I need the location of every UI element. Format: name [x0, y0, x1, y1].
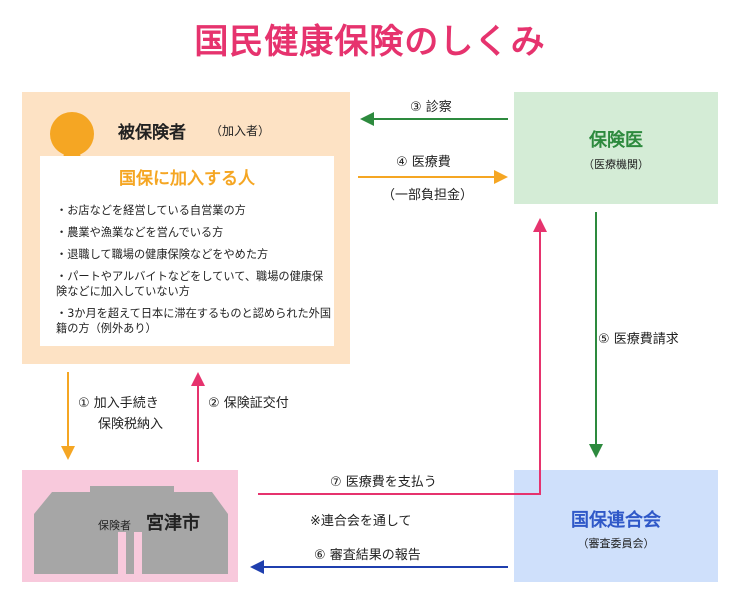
- federation-subtitle: （審査委員会）: [577, 537, 655, 550]
- arrow-claim-head: [589, 444, 603, 458]
- label-enroll: ① 加入手続き: [78, 396, 159, 411]
- list-item: ・お店などを経営している自営業の方: [56, 204, 246, 217]
- arrow-exam-head: [360, 112, 374, 126]
- list-item: ・農業や漁業などを営んでいる方: [56, 226, 224, 239]
- federation-title: 国保連合会: [571, 510, 661, 531]
- label-tax: 保険税納入: [98, 417, 164, 432]
- insured-subtitle: （加入者）: [210, 124, 271, 138]
- arrow-payment-head: [533, 218, 547, 232]
- insured-title: 被保険者: [118, 123, 186, 143]
- page-title: 国民健康保険のしくみ: [194, 22, 546, 62]
- insurer-box: [22, 470, 238, 582]
- list-item: ・パートやアルバイトなどをしていて、職場の健康保険などに加入していない方: [56, 270, 324, 298]
- arrow-payment: [258, 230, 541, 495]
- insurer-name: 宮津市: [146, 513, 200, 534]
- label-exam: ③ 診察: [410, 100, 452, 115]
- provider-subtitle: （医療機関）: [583, 158, 649, 171]
- eligibility-heading: 国保に加入する人: [119, 169, 255, 189]
- label-copay: ④ 医療費: [396, 155, 451, 170]
- provider-box: [514, 92, 718, 204]
- label-claim: ⑤ 医療費請求: [598, 332, 679, 347]
- label-report: ⑥ 審査結果の報告: [314, 548, 421, 563]
- label-payment-note: ※連合会を通して: [310, 514, 412, 529]
- label-payment: ⑦ 医療費を支払う: [330, 475, 437, 490]
- provider-title: 保険医: [589, 130, 643, 151]
- federation-box: [514, 470, 718, 582]
- insurer-label: 保険者: [98, 519, 131, 532]
- list-item: ・3か月を超えて日本に滞在するものと認められた外国籍の方（例外あり）: [56, 307, 332, 335]
- arrow-card-head: [191, 372, 205, 386]
- list-item: ・退職して職場の健康保険などをやめた方: [56, 248, 269, 261]
- label-card: ② 保険証交付: [208, 396, 289, 411]
- city-hall-icon: [34, 486, 228, 574]
- label-copay-note: （一部負担金）: [382, 188, 474, 203]
- arrow-report-head: [250, 560, 264, 574]
- eligibility-panel: [40, 156, 334, 346]
- arrow-enroll-head: [61, 446, 75, 460]
- arrow-copay-head: [494, 170, 508, 184]
- eligibility-list: ・お店などを経営している自営業の方 ・農業や漁業などを営んでいる方 ・退職して職…: [56, 203, 332, 343]
- person-icon: [50, 112, 94, 156]
